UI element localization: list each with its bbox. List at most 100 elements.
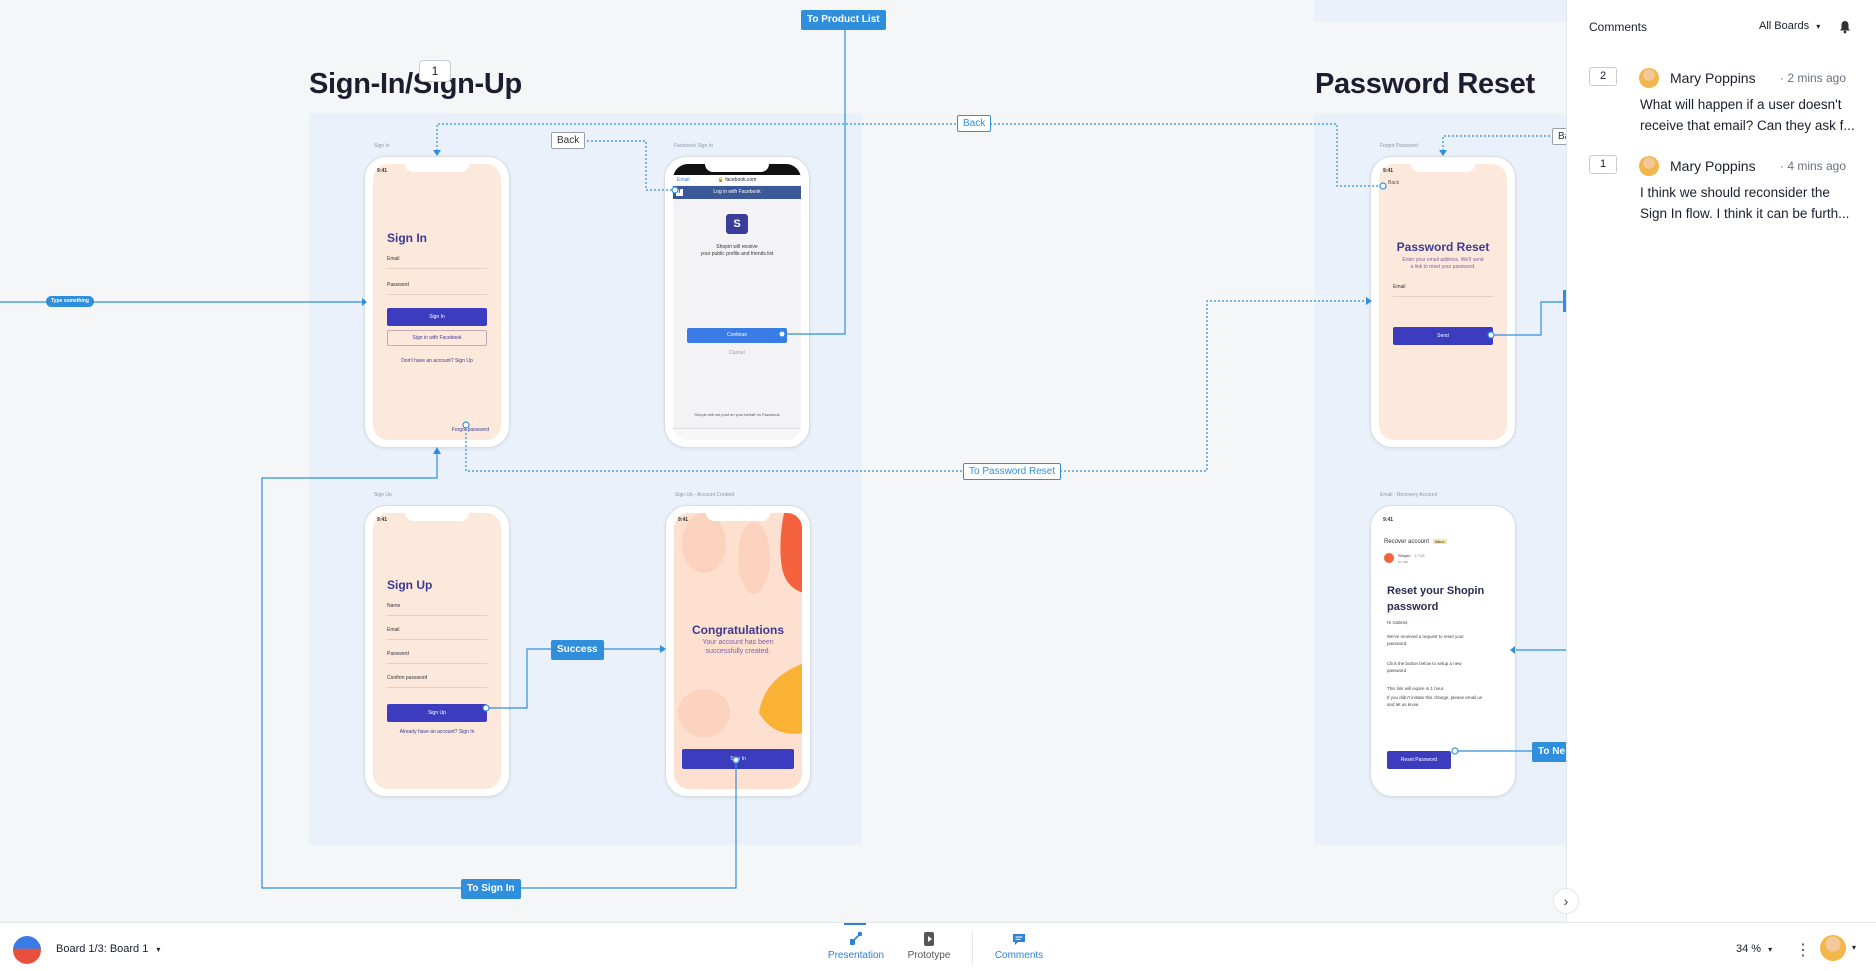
sender-line: Shopin 17:08 — [1398, 553, 1425, 558]
phone-notch — [705, 163, 769, 172]
status-time: 9:41 — [1383, 168, 1394, 174]
sign-in-button[interactable]: Sign In — [387, 308, 487, 326]
link-to-sign-in[interactable]: To Sign In — [461, 879, 521, 899]
comment-author: Mary Poppins — [1670, 158, 1756, 174]
phone-notch — [706, 512, 770, 521]
comment-count-badge: 2 — [1589, 67, 1617, 86]
cancel-link[interactable]: Cancel — [729, 350, 745, 356]
permission-line-1: Shopin will receive — [716, 244, 758, 250]
confirm-password-field[interactable]: Confirm password — [387, 675, 487, 688]
send-button[interactable]: Send — [1393, 327, 1493, 345]
link-to-password-reset[interactable]: To Password Reset — [963, 463, 1062, 480]
screen-congrats: 9:41 Congratulations Your account has be… — [674, 513, 802, 789]
link-back-right[interactable]: Ba — [1552, 128, 1566, 145]
sign-in-title: Sign In — [387, 231, 427, 245]
tab-prototype[interactable]: Prototype — [894, 931, 964, 961]
tab-prototype-label: Prototype — [907, 950, 951, 961]
link-type-something[interactable]: Type something — [46, 296, 94, 307]
shopin-logo: S — [726, 214, 748, 234]
all-boards-label: All Boards — [1759, 20, 1810, 32]
name-field[interactable]: Name — [387, 603, 487, 616]
email-p3: This link will expire in 1 hour. — [1387, 686, 1445, 691]
link-to-new[interactable]: To Ne — [1532, 742, 1566, 762]
comment-item[interactable]: 2 Mary Poppins · 2 mins ago What will ha… — [1589, 67, 1859, 137]
canvas-comment-pin[interactable]: 1 — [419, 60, 451, 82]
screen-reset: 9:41 Back Password Reset Enter your emai… — [1379, 164, 1507, 440]
reset-line-1: Enter your email address. We'll send — [1402, 257, 1484, 263]
board-selector-label: Board 1/3: Board 1 — [56, 943, 149, 955]
comments-panel-title: Comments — [1589, 20, 1648, 34]
link-back-top[interactable]: Back — [957, 115, 992, 132]
chevron-down-icon[interactable]: ▾ — [1852, 943, 1857, 952]
link-to-product-list[interactable]: To Product List — [801, 10, 886, 30]
email-field[interactable]: Email — [387, 256, 487, 269]
continue-button[interactable]: Continue — [687, 328, 787, 343]
sign-up-link[interactable]: Don't have an account? Sign Up — [401, 358, 473, 364]
status-time: 9:41 — [377, 517, 388, 523]
back-link[interactable]: Back — [1388, 180, 1400, 186]
collapse-panel-button[interactable]: › — [1553, 888, 1579, 914]
facebook-header: f Log in with Facebook — [673, 186, 801, 199]
sign-in-link[interactable]: Already have an account? Sign In — [399, 729, 475, 735]
lock-icon: 🔒 — [717, 177, 724, 183]
chevron-down-icon: ▾ — [1768, 945, 1773, 954]
tab-presentation-label: Presentation — [827, 950, 885, 961]
phone-email-recovery[interactable]: 9:41 Recover account Inbox Shopin 17:08 … — [1370, 505, 1516, 797]
url-text: facebook.com — [725, 177, 757, 183]
phone-sign-in[interactable]: 9:41 Sign In Email Password Sign In Sign… — [364, 156, 510, 448]
permission-line-2: your public profile and friends list — [700, 251, 774, 257]
phone-account-created[interactable]: 9:41 Congratulations Your account has be… — [665, 505, 811, 797]
email-back-link[interactable]: Email — [677, 177, 690, 183]
phone-sign-up[interactable]: 9:41 Sign Up Name Email Password Confirm… — [364, 505, 510, 797]
facebook-footer: Shopin will not post on your behalf on F… — [694, 412, 780, 417]
phone-notch — [405, 163, 469, 172]
avatar[interactable] — [1820, 935, 1846, 961]
screen-label-forgot-password: Forgot Password — [1380, 143, 1418, 149]
email-greeting: Hi Gabriel, — [1387, 620, 1409, 625]
comment-author: Mary Poppins — [1670, 70, 1756, 86]
board-selector[interactable]: Board 1/3: Board 1 ▾ — [56, 943, 160, 955]
comments-panel: Comments All Boards ▾ 2 Mary Poppins · 2… — [1566, 0, 1876, 922]
bell-icon[interactable] — [1838, 20, 1852, 34]
zoom-control[interactable]: 34 % ▾ — [1736, 943, 1772, 955]
sender-to: to me — [1398, 559, 1409, 564]
link-back-facebook[interactable]: Back — [551, 132, 586, 149]
comment-item[interactable]: 1 Mary Poppins · 4 mins ago I think we s… — [1589, 155, 1859, 225]
forgot-password-link[interactable]: Forgot password — [451, 427, 489, 433]
email-p1: We've received a request to reset your p… — [1387, 634, 1464, 646]
sign-in-facebook-button[interactable]: Sign in with Facebook — [387, 330, 487, 346]
password-field[interactable]: Password — [387, 651, 487, 664]
congrats-sign-in-button[interactable]: Sign In — [682, 749, 794, 769]
screen-label-email-recovery: Email - Recovery Account — [1380, 492, 1438, 498]
sign-up-title: Sign Up — [387, 578, 433, 592]
phone-forgot-password[interactable]: 9:41 Back Password Reset Enter your emai… — [1370, 156, 1516, 448]
presentation-icon — [850, 932, 862, 945]
active-tab-indicator — [844, 923, 866, 925]
chevron-down-icon: ▾ — [1816, 22, 1821, 31]
all-boards-filter[interactable]: All Boards ▾ — [1759, 20, 1820, 32]
reset-password-button[interactable]: Reset Password — [1387, 751, 1451, 769]
sign-up-button[interactable]: Sign Up — [387, 704, 487, 722]
sender-time: 17:08 — [1414, 553, 1425, 558]
browser-toolbar — [673, 428, 801, 440]
comment-count-badge: 1 — [1589, 155, 1617, 174]
app-logo[interactable] — [13, 936, 41, 964]
email-p4: If you didn't initiate this change, plea… — [1387, 695, 1483, 707]
email-field[interactable]: Email — [1393, 284, 1493, 297]
screen-label-account-created: Sign Up - Account Created — [675, 492, 735, 498]
link-success[interactable]: Success — [551, 640, 604, 660]
comment-text: I think we should reconsider the Sign In… — [1640, 185, 1850, 221]
status-time: 9:41 — [678, 517, 689, 523]
section-title-reset: Password Reset — [1315, 68, 1535, 100]
screen-label-sign-in: Sign In — [374, 143, 390, 149]
screen-sign-in: 9:41 Sign In Email Password Sign In Sign… — [373, 164, 501, 440]
phone-facebook-sign-in[interactable]: Email 🔒 facebook.com f Log in with Faceb… — [664, 156, 810, 448]
tab-comments[interactable]: Comments — [984, 931, 1054, 961]
board-canvas[interactable]: Sign-In/Sign-Up Password Reset 1 Sign In… — [0, 0, 1566, 922]
chevron-down-icon: ▾ — [156, 945, 161, 954]
tab-presentation[interactable]: Presentation — [821, 931, 891, 961]
more-options-icon[interactable]: ⋮ — [1795, 942, 1811, 959]
password-field[interactable]: Password — [387, 282, 487, 295]
email-field[interactable]: Email — [387, 627, 487, 640]
email-heading: Reset your Shopin password — [1387, 585, 1485, 613]
